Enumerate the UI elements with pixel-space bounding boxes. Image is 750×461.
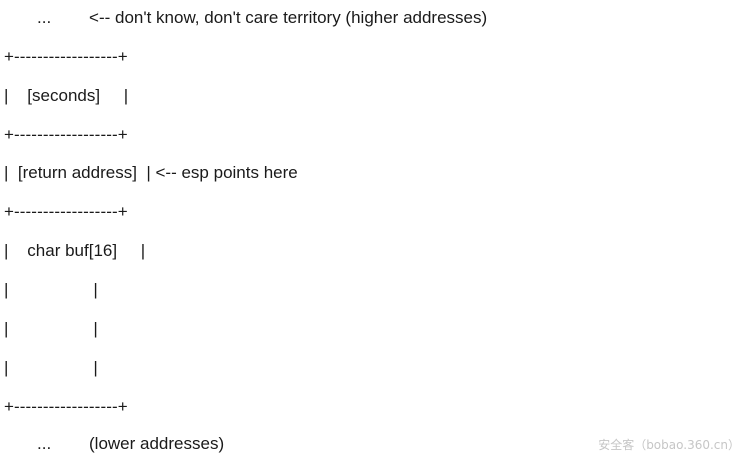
- diagram-row-seconds: | [seconds] |: [4, 86, 129, 105]
- diagram-row-empty-1: | |: [4, 280, 98, 299]
- diagram-divider-4: +------------------+: [4, 397, 128, 416]
- diagram-line-bottom-ellipsis-comment: ... (lower addresses): [4, 434, 225, 453]
- site-watermark: 安全客（bobao.360.cn）: [598, 438, 740, 452]
- diagram-row-empty-3: | |: [4, 358, 98, 377]
- diagram-divider-3: +------------------+: [4, 202, 128, 221]
- diagram-row-return-address: | [return address] | <-- esp points here: [4, 163, 298, 182]
- diagram-line-top-ellipsis-comment: ... <-- don't know, don't care territory…: [4, 8, 488, 27]
- diagram-divider-2: +------------------+: [4, 125, 128, 144]
- diagram-row-empty-2: | |: [4, 319, 98, 338]
- diagram-row-char-buf: | char buf[16] |: [4, 241, 146, 260]
- diagram-divider-1: +------------------+: [4, 47, 128, 66]
